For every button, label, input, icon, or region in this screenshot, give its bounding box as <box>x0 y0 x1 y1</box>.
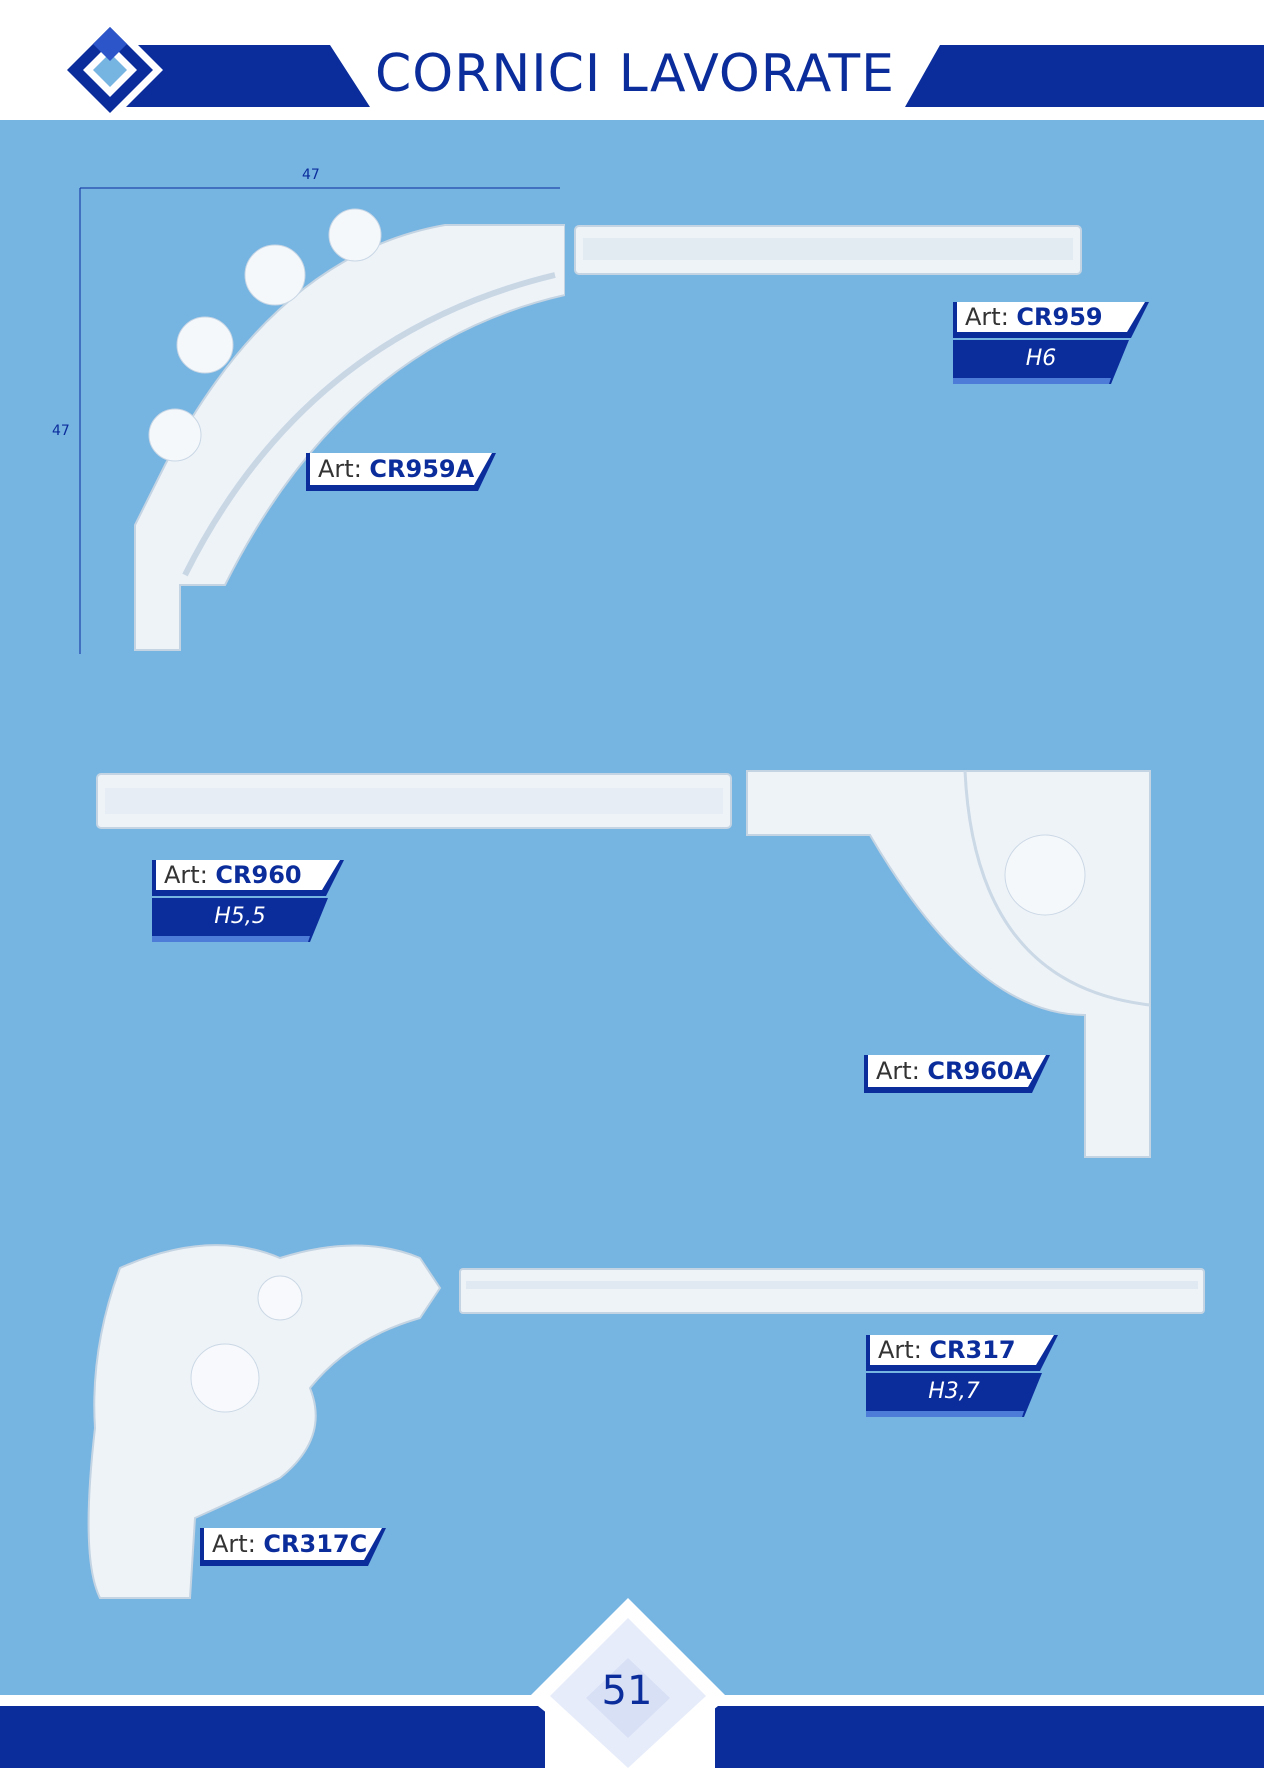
product-label-cr959: Art: CR959 <box>953 302 1149 338</box>
art-label: Art: <box>965 303 1009 331</box>
molding-cr317-image <box>459 1268 1205 1314</box>
product-label-cr960: Art: CR960 <box>152 860 344 896</box>
product-label-cr959a: Art: CR959A <box>306 453 496 491</box>
page-title: CORNICI LAVORATE <box>375 44 895 104</box>
product-label-cr317c: Art: CR317C <box>200 1528 386 1566</box>
product-code: CR959 <box>1016 303 1103 331</box>
art-label: Art: <box>878 1336 922 1364</box>
height-badge-cr317: H3,7 <box>866 1373 1042 1417</box>
product-code: CR960 <box>215 861 302 889</box>
header-band <box>125 45 1264 107</box>
product-code: CR960A <box>927 1057 1033 1085</box>
height-value: H6 <box>1025 346 1057 371</box>
art-label: Art: <box>212 1530 256 1558</box>
dimension-lines <box>79 187 560 654</box>
product-label-cr317: Art: CR317 <box>866 1335 1058 1371</box>
molding-cr317c-image <box>87 1244 442 1599</box>
art-label: Art: <box>318 455 362 483</box>
dimension-height: 47 <box>52 423 70 439</box>
product-label-cr960a: Art: CR960A <box>864 1055 1050 1093</box>
product-code: CR317C <box>263 1530 368 1558</box>
footer-band <box>0 1598 1264 1778</box>
molding-cr960-image <box>96 773 732 829</box>
height-badge-cr960: H5,5 <box>152 898 328 942</box>
height-value: H3,7 <box>928 1379 980 1404</box>
page-number: 51 <box>601 1668 653 1714</box>
art-label: Art: <box>164 861 208 889</box>
height-badge-cr959: H6 <box>953 340 1129 384</box>
dimension-width: 47 <box>302 167 320 183</box>
molding-cr959-image <box>574 225 1082 275</box>
product-code: CR959A <box>369 455 475 483</box>
product-code: CR317 <box>929 1336 1016 1364</box>
molding-cr959a-image <box>134 208 565 651</box>
art-label: Art: <box>876 1057 920 1085</box>
molding-cr960a-image <box>746 770 1151 1158</box>
logo-diamond-icon <box>57 17 163 123</box>
height-value: H5,5 <box>214 904 266 929</box>
